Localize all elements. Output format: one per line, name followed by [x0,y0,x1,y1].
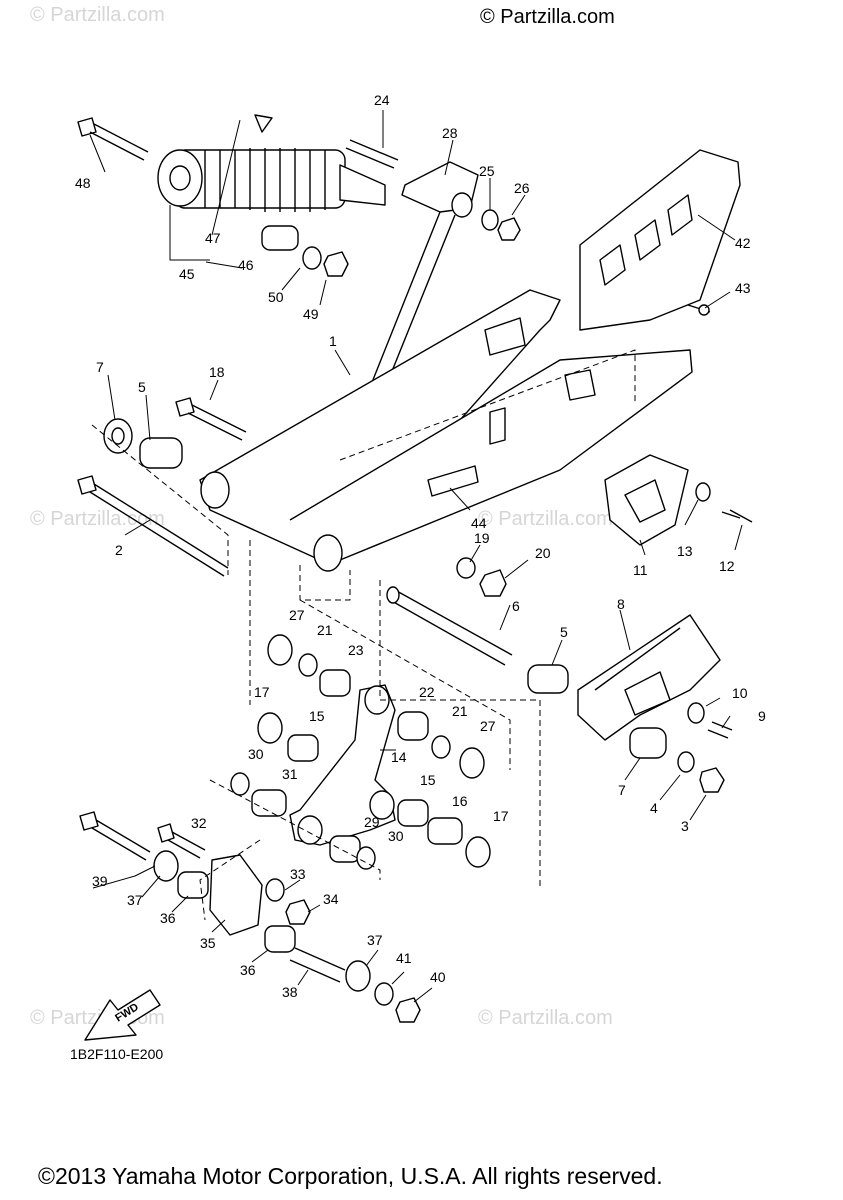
callout: 5 [138,379,146,395]
callout: 39 [92,873,108,889]
pivot-hardware [77,397,247,577]
callout: 47 [205,230,221,246]
callout: 7 [96,359,104,375]
callout: 9 [758,708,766,724]
callout: 4 [650,800,658,816]
callout: 32 [191,815,207,831]
connecting-rod-35 [79,811,421,1023]
callout: 17 [254,684,270,700]
callout: 24 [374,92,390,108]
callout: 22 [419,684,435,700]
callout: 5 [560,624,568,640]
chain-puller-8 [577,614,733,793]
shock-bolt-48 [77,117,149,161]
rear-shock-absorber [157,114,386,212]
callout: 7 [618,782,626,798]
callout: 26 [514,180,530,196]
callout: 42 [735,235,751,251]
callout: 14 [391,749,407,765]
callout: 19 [474,530,490,546]
callout: 16 [452,793,468,809]
shock-bracket-28 [324,139,521,501]
callout-labels: 1 2 3 4 5 5 6 7 7 8 9 10 11 12 13 14 15 … [75,92,766,1000]
callout: 23 [348,642,364,658]
watermark: © Partzilla.com [30,508,165,530]
callout: 49 [303,306,319,322]
watermark: © Partzilla.com [478,508,613,530]
callout: 48 [75,175,91,191]
callout: 27 [289,607,305,623]
callout: 30 [248,746,264,762]
callout: 33 [290,866,306,882]
callout: 15 [420,772,436,788]
shock-hardware [261,225,349,277]
chain-slider-bracket-11 [604,454,753,546]
callout: 46 [238,257,254,273]
callout: 35 [200,935,216,951]
callout: 13 [677,543,693,559]
callout: 29 [364,814,380,830]
watermark: © Partzilla.com [30,4,165,26]
fwd-arrow-icon: FWD [84,989,161,1041]
copyright-bottom: ©2013 Yamaha Motor Corporation, U.S.A. A… [38,1163,663,1189]
callout: 44 [471,515,487,531]
callout: 38 [282,984,298,1000]
callout: 34 [323,891,339,907]
callout: 1 [329,333,337,349]
callout: 50 [268,289,284,305]
callout: 25 [479,163,495,179]
callout: 2 [115,542,123,558]
callout: 10 [732,685,748,701]
callout: 6 [512,598,520,614]
callout: 28 [442,125,458,141]
callout: 27 [480,718,496,734]
callout: 40 [430,969,446,985]
callout: 36 [160,910,176,926]
chain-guard-42 [579,149,741,331]
callout: 21 [452,703,468,719]
callout: 3 [681,818,689,834]
relay-arm-14 [289,684,396,846]
callout: 8 [617,596,625,612]
axle-6 [386,557,569,694]
callout: 20 [535,545,551,561]
callout: 17 [493,808,509,824]
swingarm-1 [199,289,693,572]
relay-bearings [230,634,491,870]
callout: 12 [719,558,735,574]
callout: 41 [396,950,412,966]
callout: 18 [209,364,225,380]
copyright-top: © Partzilla.com [480,6,615,28]
leader-lines [89,110,743,1003]
callout: 37 [127,892,143,908]
callout: 45 [179,266,195,282]
callout: 43 [735,280,751,296]
callout: 36 [240,962,256,978]
callout: 37 [367,932,383,948]
callout: 11 [633,562,648,578]
callout: 30 [388,828,404,844]
callout: 15 [309,708,325,724]
diagram-code: 1B2F110-E200 [70,1046,164,1062]
assembly-boundaries [91,349,636,921]
watermark: © Partzilla.com [478,1007,613,1029]
callout: 21 [317,622,333,638]
callout: 31 [282,766,298,782]
